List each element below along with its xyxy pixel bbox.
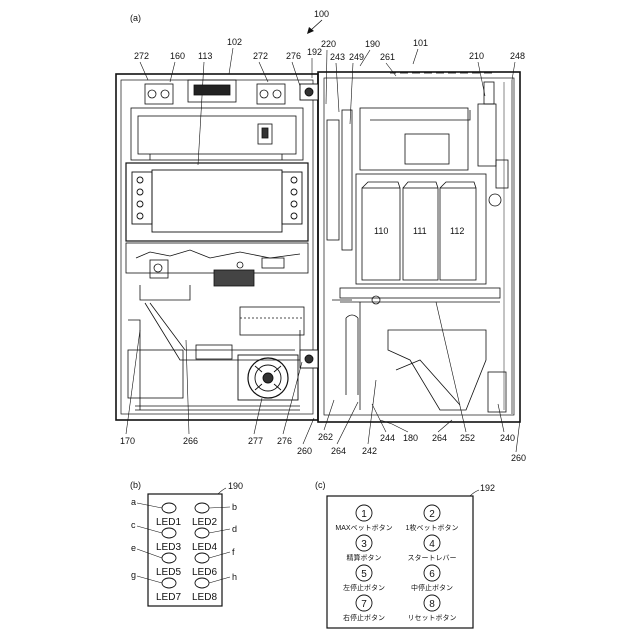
ref-244: 244 bbox=[380, 433, 395, 443]
led-3-label: LED3 bbox=[156, 542, 181, 553]
led-1-lamp bbox=[162, 503, 176, 513]
operation-mechanisms bbox=[126, 243, 308, 410]
letter-h: h bbox=[232, 572, 237, 582]
cabinet-machinery bbox=[327, 82, 508, 412]
button-3-caption: 精算ボタン bbox=[347, 553, 382, 562]
ref-242: 242 bbox=[362, 446, 377, 456]
letter-a: a bbox=[131, 497, 136, 507]
panel-c-label: (c) bbox=[315, 480, 326, 490]
front-door-frame bbox=[116, 74, 318, 420]
led-1-label: LED1 bbox=[156, 517, 181, 528]
ref-190-b: 190 bbox=[228, 481, 243, 491]
label-112: 112 bbox=[450, 226, 464, 236]
top-reference-labels: 272 160 113 102 272 276 192 220 243 249 … bbox=[134, 37, 525, 62]
led-4-label: LED4 bbox=[192, 542, 217, 553]
button-7-num: 7 bbox=[361, 599, 367, 610]
front-door-inner bbox=[121, 80, 313, 414]
ref-192-top: 192 bbox=[307, 47, 322, 57]
letter-e: e bbox=[131, 543, 136, 553]
button-1-caption: MAXベットボタン bbox=[335, 523, 392, 532]
ref-272-right: 272 bbox=[253, 51, 268, 61]
ref-261: 261 bbox=[380, 52, 395, 62]
led-5-label: LED5 bbox=[156, 567, 181, 578]
cabinet-body-inner bbox=[324, 78, 514, 415]
button-1-num: 1 bbox=[361, 509, 367, 520]
ref-101: 101 bbox=[413, 38, 428, 48]
main-display-113 bbox=[126, 163, 308, 241]
button-7-caption: 右停止ボタン bbox=[343, 613, 385, 622]
led-7-label: LED7 bbox=[156, 592, 181, 603]
cabinet bbox=[116, 72, 520, 422]
letter-g: g bbox=[131, 570, 136, 580]
button-2-num: 2 bbox=[429, 509, 435, 520]
label-110: 110 bbox=[374, 226, 388, 236]
led-6-label: LED6 bbox=[192, 567, 217, 578]
led-3-lamp bbox=[162, 528, 176, 538]
letter-c: c bbox=[131, 520, 136, 530]
button-board-192 bbox=[327, 496, 473, 628]
panel-b-label: (b) bbox=[130, 480, 141, 490]
button-6-caption: 中停止ボタン bbox=[411, 583, 453, 592]
button-8-caption: リセットボタン bbox=[408, 613, 457, 622]
ref-252: 252 bbox=[460, 433, 475, 443]
ref-266: 266 bbox=[183, 436, 198, 446]
ref-260-left: 260 bbox=[297, 446, 312, 456]
ref-192-c-leader bbox=[470, 490, 479, 496]
ref-249: 249 bbox=[349, 52, 364, 62]
letter-f: f bbox=[232, 547, 235, 557]
led-5-lamp bbox=[162, 553, 176, 563]
ref-210: 210 bbox=[469, 51, 484, 61]
door-top-parts bbox=[131, 80, 303, 160]
led-7-lamp bbox=[162, 578, 176, 588]
ref-170: 170 bbox=[120, 436, 135, 446]
fan-277 bbox=[238, 355, 298, 400]
ref-100: 100 bbox=[314, 9, 329, 19]
button-2-caption: 1枚ベットボタン bbox=[406, 523, 459, 532]
button-5-caption: 左停止ボタン bbox=[343, 583, 385, 592]
led-8-lamp bbox=[195, 578, 209, 588]
ref-100-arrow bbox=[311, 20, 322, 30]
ref-262: 262 bbox=[318, 432, 333, 442]
ref-260-right: 260 bbox=[511, 453, 526, 463]
button-4-num: 4 bbox=[429, 539, 435, 550]
led-8-label: LED8 bbox=[192, 592, 217, 603]
led-6-lamp bbox=[195, 553, 209, 563]
ref-243: 243 bbox=[330, 52, 345, 62]
bottom-reference-labels: 170 266 277 276 260 262 264 242 244 180 … bbox=[120, 432, 526, 463]
ref-160: 160 bbox=[170, 51, 185, 61]
ref-113: 113 bbox=[198, 51, 212, 61]
button-8-num: 8 bbox=[429, 599, 435, 610]
ref-190-b-leader bbox=[218, 488, 226, 494]
button-5-num: 5 bbox=[361, 569, 367, 580]
bottom-leader-lines bbox=[126, 302, 520, 452]
ref-102: 102 bbox=[227, 37, 242, 47]
ref-180: 180 bbox=[403, 433, 418, 443]
ref-272-left: 272 bbox=[134, 51, 149, 61]
ref-276-bottom: 276 bbox=[277, 436, 292, 446]
ref-240: 240 bbox=[500, 433, 515, 443]
ref-277: 277 bbox=[248, 436, 263, 446]
button-3-num: 3 bbox=[361, 539, 367, 550]
led-2-lamp bbox=[195, 503, 209, 513]
ref-276-top: 276 bbox=[286, 51, 301, 61]
ref-190-top: 190 bbox=[365, 39, 380, 49]
label-111: 111 bbox=[413, 226, 427, 236]
letter-d: d bbox=[232, 524, 237, 534]
led-2-label: LED2 bbox=[192, 517, 217, 528]
button-4-caption: スタートレバー bbox=[408, 553, 457, 562]
ref-220: 220 bbox=[321, 39, 336, 49]
ref-264-right: 264 bbox=[432, 433, 447, 443]
cabinet-body bbox=[318, 72, 520, 422]
ref-248: 248 bbox=[510, 51, 525, 61]
button-6-num: 6 bbox=[429, 569, 435, 580]
led-4-lamp bbox=[195, 528, 209, 538]
ref-264-left: 264 bbox=[331, 446, 346, 456]
ref-192-c: 192 bbox=[480, 483, 495, 493]
letter-b: b bbox=[232, 502, 237, 512]
panel-a-label: (a) bbox=[130, 13, 141, 23]
top-leader-lines bbox=[140, 48, 515, 165]
led-letter-labels: a b c d e f g h bbox=[131, 497, 237, 582]
